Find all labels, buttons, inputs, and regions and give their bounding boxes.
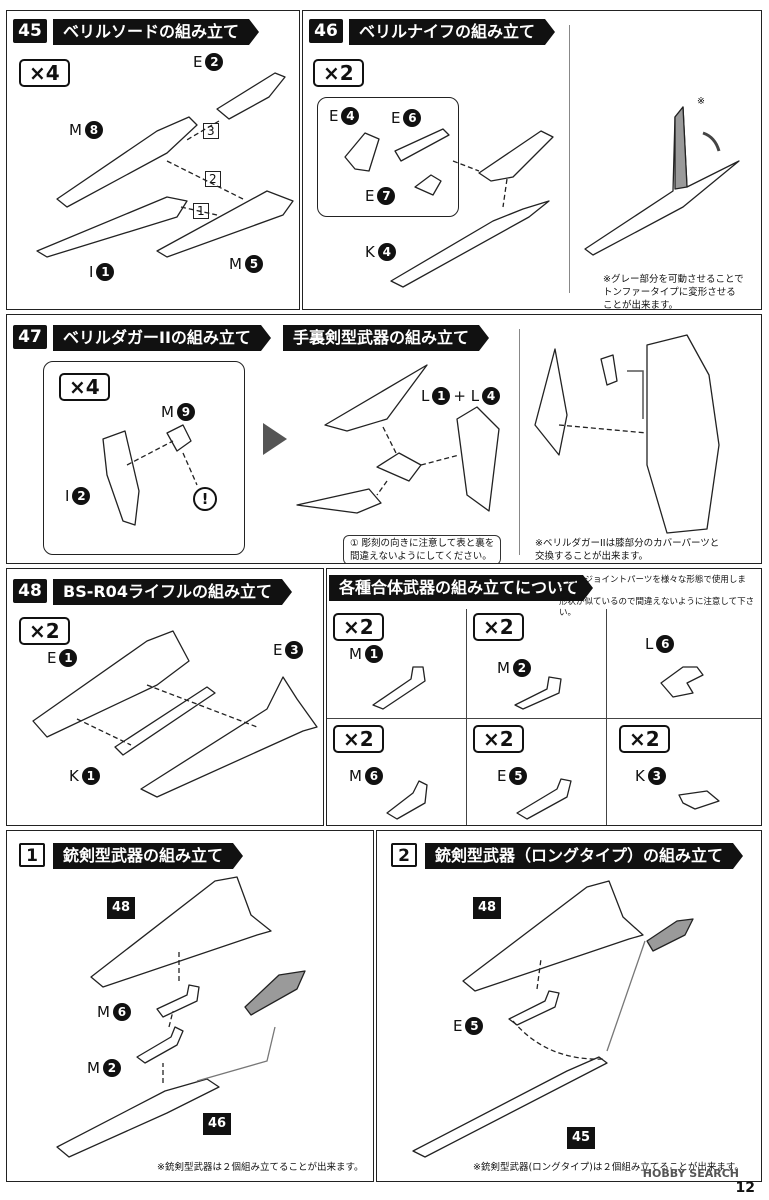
arrow-right-icon [263, 423, 287, 455]
sub-title: 手裏剣型武器の組み立て [283, 325, 490, 351]
step-number: 45 [13, 19, 47, 43]
step-title: 銃剣型武器（ロングタイプ）の組み立て [425, 843, 744, 869]
transform-note-mark: ※ [697, 96, 705, 107]
joint-part-drawing [386, 780, 428, 820]
joint-part-drawing [678, 790, 720, 810]
step-title: ベリルソードの組み立て [53, 19, 260, 45]
step-ref-46: 46 [203, 1113, 231, 1135]
step-ref-45: 45 [567, 1127, 595, 1149]
watermark: HOBBY SEARCH [642, 1167, 739, 1180]
knife-assembly-drawing [344, 106, 740, 288]
joint-title: 各種合体武器の組み立てについて [329, 575, 593, 601]
joint-parts-panel: 各種合体武器の組み立てについて 下図のジョイントパーツを様々な形態で使用します。… [326, 568, 762, 826]
step-note: ※銃剣型武器は２個組み立てることが出来ます。 [157, 1162, 364, 1173]
sword-assembly-drawing [36, 72, 294, 258]
page-number: 12 [735, 1180, 755, 1196]
joint-part-drawing [514, 676, 562, 710]
step-ref-48: 48 [107, 897, 135, 919]
quantity-badge: ×2 [313, 59, 364, 87]
step-title: BS-R04ライフルの組み立て [53, 579, 292, 605]
order-3: 3 [203, 123, 219, 139]
step-number: 46 [309, 19, 343, 43]
quantity-badge: ×4 [19, 59, 70, 87]
step-number: 47 [13, 325, 47, 349]
subassembly-box [317, 97, 459, 217]
divider [519, 329, 520, 555]
step-number: 1 [19, 843, 45, 867]
joint-part-drawing [516, 778, 572, 820]
joint-part-drawing [372, 666, 426, 710]
swap-note: ※ベリルダガーIIは膝部分のカバーパーツと 交換することが出来ます。 [535, 538, 720, 562]
quantity-badge: ×4 [59, 373, 110, 401]
step-title: ベリルナイフの組み立て [349, 19, 556, 45]
step-note: ※銃剣型武器(ロングタイプ)は２個組み立てることが出来ます。 [473, 1162, 744, 1173]
joint-part-drawing [660, 666, 704, 698]
order-2: 2 [205, 171, 221, 187]
step-title: 銃剣型武器の組み立て [53, 843, 244, 869]
rifle-assembly-drawing [32, 630, 318, 798]
dagger-assembly-drawing [102, 334, 720, 534]
step-title: ベリルダガーIIの組み立て [53, 325, 271, 351]
bayonet-assembly-drawing [56, 876, 306, 1158]
joint-note: 下図のジョイントパーツを様々な形態で使用します。 形状が似ているので間違えないよ… [559, 575, 755, 618]
quantity-badge: ×2 [19, 617, 70, 645]
caution-note: ① 彫刻の向きに注意して表と裏を 間違えないようにしてください。 [343, 535, 502, 563]
warning-icon: ! [193, 487, 217, 511]
subassembly-box [43, 361, 245, 555]
step-ref-48: 48 [473, 897, 501, 919]
transform-note: ※グレー部分を可動させることで トンファータイプに変形させる ことが出来ます。 [603, 274, 744, 310]
step-number: 2 [391, 843, 417, 867]
step-number: 48 [13, 579, 47, 603]
divider [569, 25, 570, 293]
bayonet-long-assembly-drawing [412, 880, 694, 1158]
